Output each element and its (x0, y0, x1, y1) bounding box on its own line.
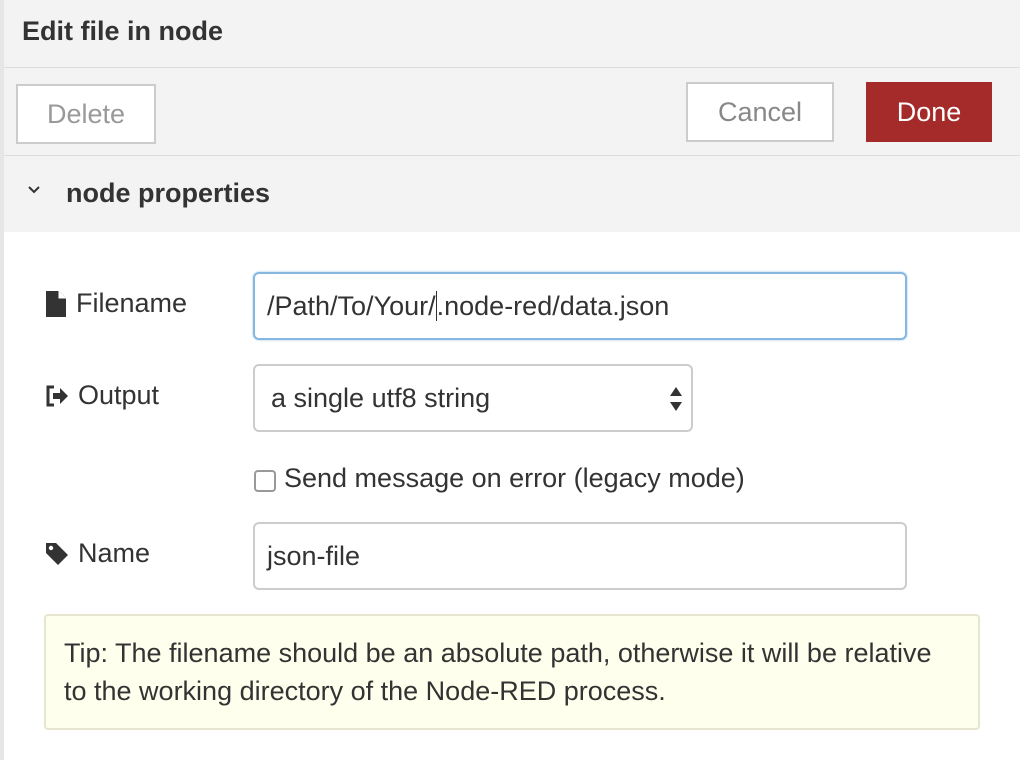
chevron-down-icon (28, 186, 40, 194)
done-button[interactable]: Done (866, 82, 992, 142)
send-on-error-checkbox[interactable] (254, 470, 276, 492)
delete-button[interactable]: Delete (16, 84, 156, 144)
output-selected-value: a single utf8 string (271, 382, 491, 413)
tag-icon (46, 542, 68, 565)
filename-input[interactable]: /Path/To/Your/.node-red/data.json (253, 272, 907, 340)
tray-toolbar: Delete Cancel Done (4, 68, 1020, 156)
name-value: json-file (267, 540, 361, 571)
output-label: Output (44, 380, 159, 411)
file-icon (46, 290, 66, 317)
cancel-button[interactable]: Cancel (686, 82, 834, 142)
sign-out-icon (46, 385, 68, 406)
tray-title: Edit file in node (22, 16, 223, 46)
name-label-text: Name (78, 538, 151, 568)
output-select[interactable]: a single utf8 string (253, 364, 693, 432)
filename-label: Filename (44, 288, 187, 319)
name-input[interactable]: json-file (253, 522, 907, 590)
filename-tip: Tip: The filename should be an absolute … (44, 614, 980, 730)
section-title: node properties (66, 178, 271, 208)
filename-value-start: /Path/To/Your/ (267, 290, 436, 321)
name-label: Name (44, 538, 150, 569)
node-properties-section-header[interactable]: node properties (4, 156, 1020, 232)
send-on-error-label: Send message on error (legacy mode) (284, 463, 745, 493)
select-arrows-icon (670, 387, 682, 411)
text-caret (435, 291, 437, 321)
filename-label-text: Filename (76, 288, 188, 318)
tray-header: Edit file in node (4, 0, 1020, 68)
output-label-text: Output (78, 380, 160, 410)
filename-value-end: .node-red/data.json (436, 290, 670, 321)
